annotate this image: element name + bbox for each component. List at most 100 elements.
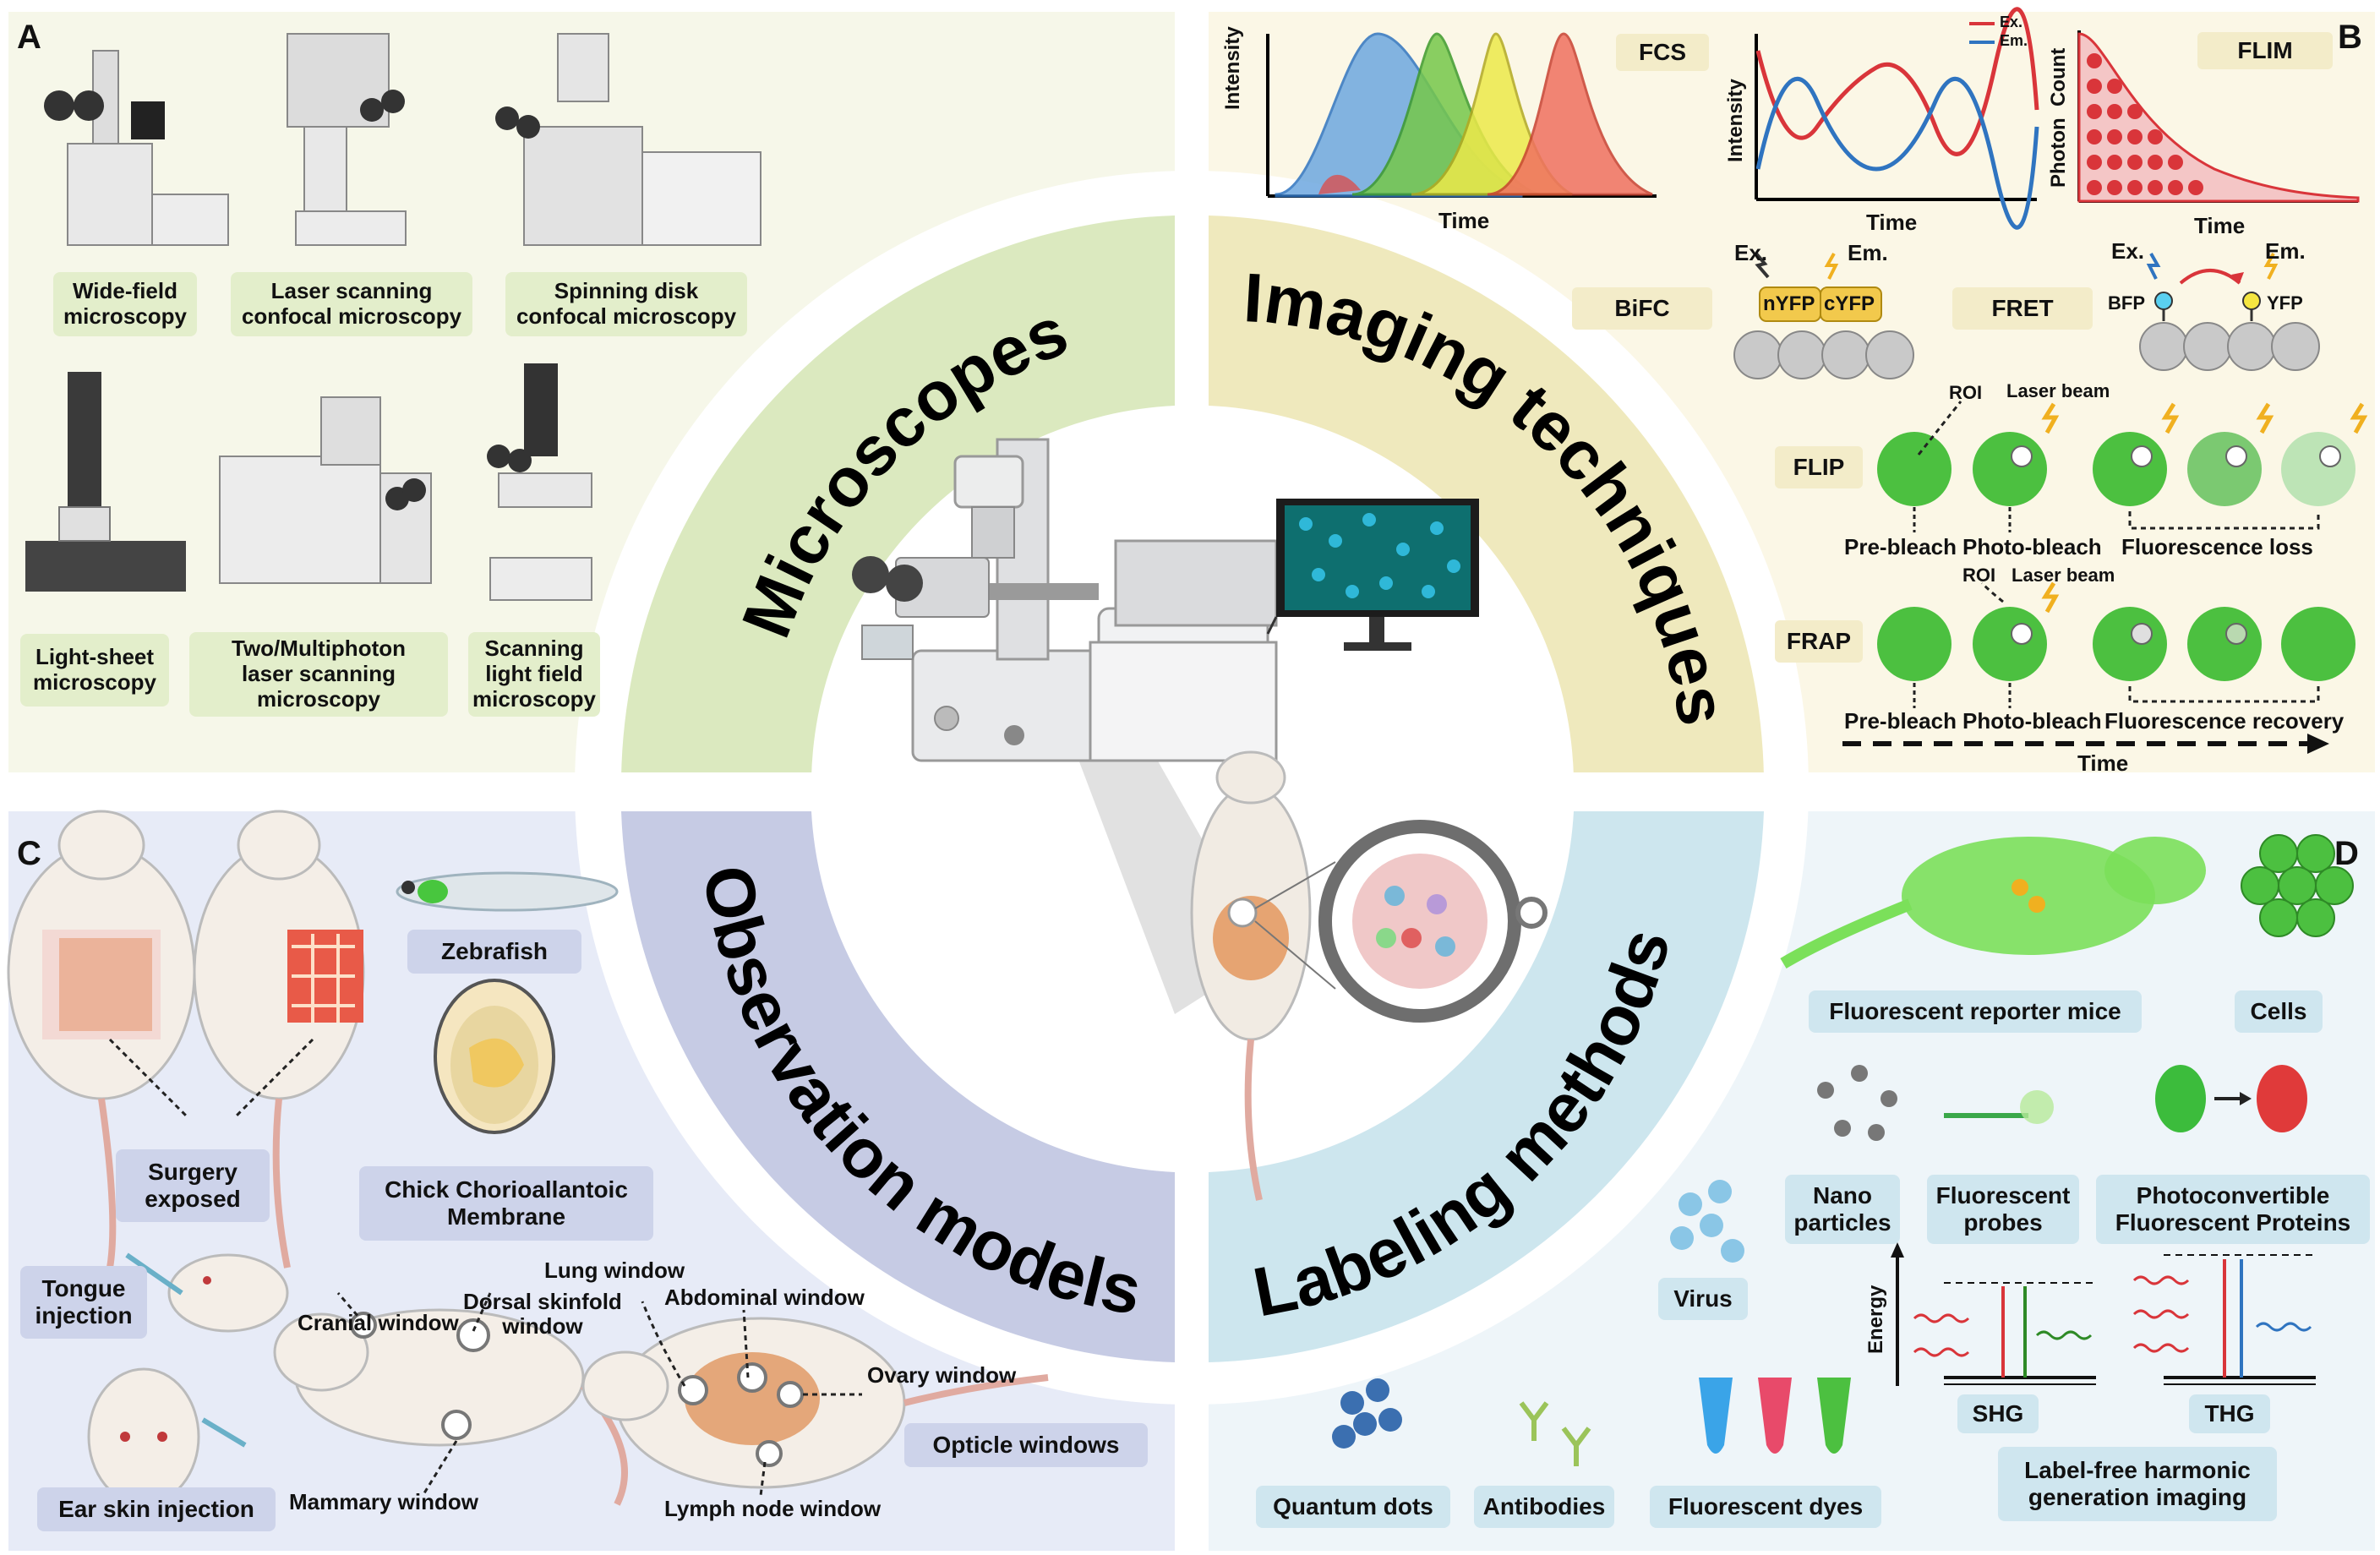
mammary-window-label: Mammary window <box>289 1489 478 1514</box>
reporter-mice-label: Fluorescent reporter mice <box>1809 990 2142 1033</box>
microscopes-arc <box>621 216 1175 778</box>
surgery-exposed-label: Surgery exposed <box>116 1149 270 1222</box>
flip-photobleach: Photo-bleach <box>1962 534 2102 559</box>
spinning-disk-label: Spinning disk confocal microscopy <box>505 272 747 336</box>
fluorescent-dyes-label: Fluorescent dyes <box>1650 1486 1881 1528</box>
flim-xlabel: Time <box>2194 213 2246 238</box>
harmonic-energy-diagram <box>1891 1242 2316 1386</box>
fluorescent-probes-label: Fluorescent probes <box>1927 1175 2079 1244</box>
cranial-window-label: Cranial window <box>298 1310 459 1335</box>
flip-tag: FLIP <box>1775 446 1863 488</box>
fcs-xlabel: Time <box>1438 208 1490 233</box>
fluorescent-reporter-mouse <box>1780 837 2206 969</box>
fluorescent-probes-icon <box>1944 1090 2054 1124</box>
osc-legend-em: Em. <box>2000 32 2028 49</box>
ovary-window-label: Ovary window <box>867 1362 1017 1388</box>
frap-tag: FRAP <box>1775 620 1863 663</box>
fret-diagram <box>2139 253 2320 371</box>
bfp-label: BFP <box>2108 292 2145 314</box>
tongue-injection-mouse <box>125 1252 289 1333</box>
flim-plot <box>2077 30 2360 203</box>
labeling-arc <box>1209 811 1764 1362</box>
panel-d-graphics <box>1332 834 2354 1466</box>
frap-cells <box>1877 607 2355 681</box>
fcs-ylabel: Intensity <box>1221 26 1244 110</box>
fret-tag: FRET <box>1952 287 2093 330</box>
fcs-plot <box>1266 32 1657 198</box>
observation-arc <box>621 811 1175 1362</box>
flim-tag: FLIM <box>2197 32 2333 69</box>
flip-cells <box>1877 432 2355 506</box>
photoconvertible-protein-icon <box>2155 1065 2307 1132</box>
nyfp-label: nYFP <box>1763 292 1815 315</box>
antibodies-label: Antibodies <box>1474 1486 1614 1528</box>
spinning-disk-microscope-icon <box>495 33 761 246</box>
shg-label: SHG <box>1957 1394 2039 1433</box>
panel-letter-a: A <box>17 19 41 56</box>
antibodies-icon <box>1519 1401 1591 1466</box>
fret-em-label: Em. <box>2265 238 2306 264</box>
flip-laser-label: Laser beam <box>2006 380 2110 401</box>
energy-axis-label: Energy <box>1864 1285 1887 1354</box>
flip-bleach-spots <box>2011 445 2341 467</box>
lightfield-microscope-icon <box>487 363 592 601</box>
multiphoton-microscope-icon <box>219 396 432 584</box>
nanoparticles-icon <box>1817 1065 1897 1141</box>
nanoparticles-label: Nano particles <box>1785 1175 1900 1244</box>
fcs-tag: FCS <box>1616 34 1709 71</box>
bifc-em-label: Em. <box>1848 240 1888 265</box>
tongue-injection-label: Tongue injection <box>20 1266 147 1339</box>
flim-ylabel: Photon Count <box>2047 47 2070 188</box>
window-mouse-right <box>581 1317 1049 1489</box>
lightfield-label: Scanning light field microscopy <box>468 632 600 717</box>
panel-letter-b: B <box>2338 19 2362 56</box>
multiphoton-label: Two/Multiphoton laser scanning microscop… <box>189 632 448 717</box>
chick-egg-illustration <box>434 979 555 1134</box>
photoconvertible-label: Photoconvertible Fluorescent Proteins <box>2096 1175 2370 1244</box>
flip-prebleach: Pre-bleach <box>1844 534 1957 559</box>
cyfp-label: cYFP <box>1824 292 1875 315</box>
quantum-dots-icon <box>1332 1378 1402 1449</box>
thg-label: THG <box>2189 1394 2270 1433</box>
imaging-arc <box>1209 216 1764 778</box>
lightsheet-label: Light-sheet microscopy <box>20 634 169 707</box>
virus-icon <box>1670 1180 1744 1263</box>
dorsal-window-label: Dorsal skinfold window <box>463 1289 622 1339</box>
frap-prebleach: Pre-bleach <box>1844 708 1957 734</box>
flip-roi-label: ROI <box>1949 382 1983 403</box>
fluorescent-dyes-icon <box>1699 1378 1851 1454</box>
osc-xlabel: Time <box>1866 210 1918 235</box>
bifc-ex-label: Ex. <box>1734 240 1768 265</box>
central-microscope-illustration <box>852 438 1278 762</box>
cam-label: Chick Chorioallantoic Membrane <box>359 1166 653 1241</box>
lymph-window-label: Lymph node window <box>664 1496 882 1521</box>
window-dotted-leaders <box>336 1292 862 1497</box>
osc-ylabel: Intensity <box>1724 79 1747 162</box>
frap-fluorescence-recovery: Fluorescence recovery <box>2104 708 2345 734</box>
frap-laser-label: Laser beam <box>2012 565 2115 586</box>
quantum-dots-label: Quantum dots <box>1256 1486 1450 1528</box>
panel-a-microscope-icons <box>25 33 761 601</box>
laser-confocal-label: Laser scanning confocal microscopy <box>231 272 472 336</box>
window-mouse-left <box>273 1308 628 1506</box>
cells-cluster <box>2241 834 2354 937</box>
lightsheet-microscope-icon <box>25 372 186 592</box>
time-arrow-label: Time <box>2077 750 2129 776</box>
panel-letter-d: D <box>2334 835 2359 872</box>
flip-laser-bolts <box>2041 402 2368 434</box>
ear-injection-label: Ear skin injection <box>37 1487 276 1531</box>
center-mouse-illustration <box>1190 750 1548 1201</box>
monitor-illustration <box>1266 499 1479 651</box>
panel-b-graphics <box>1266 7 2368 754</box>
flip-roi-arrow <box>1917 401 1962 456</box>
optical-windows-label: Opticle windows <box>904 1423 1148 1467</box>
frap-roi-label: ROI <box>1962 565 1996 586</box>
bifc-diagram <box>1733 252 1914 379</box>
osc-legend-ex: Ex. <box>2000 14 2023 30</box>
harmonic-imaging-label: Label-free harmonic generation imaging <box>1998 1447 2277 1521</box>
panel-c-graphics <box>7 810 1049 1506</box>
lung-window-label: Lung window <box>544 1258 685 1283</box>
zebrafish-illustration <box>396 871 619 912</box>
